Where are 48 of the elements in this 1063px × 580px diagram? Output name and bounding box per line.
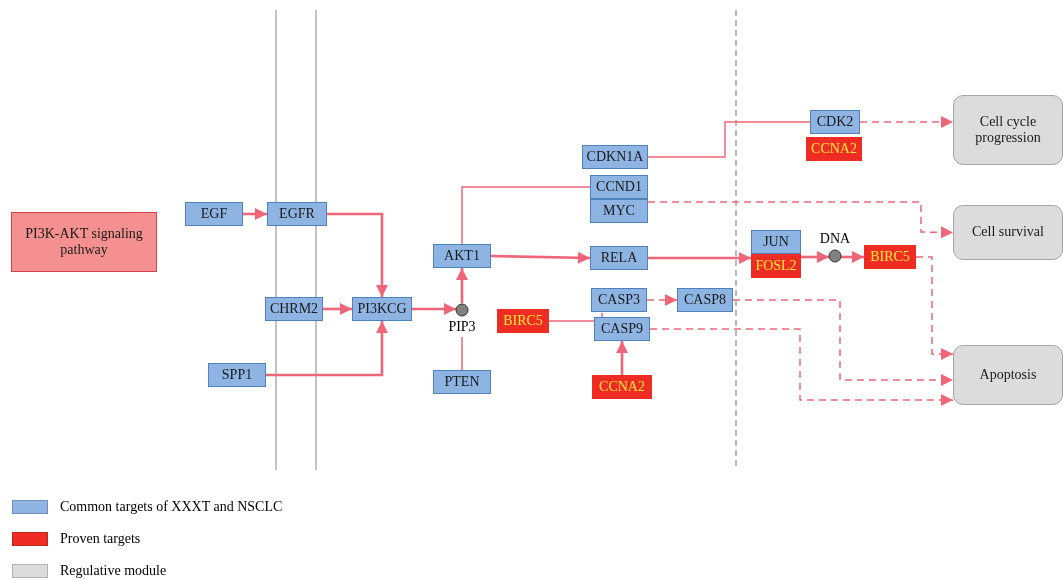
- gene-box: SPP1: [208, 363, 266, 387]
- arrow: [266, 321, 388, 377]
- gene-box: EGF: [185, 202, 243, 226]
- arrow: [490, 251, 591, 264]
- arrow: [801, 251, 829, 263]
- gene-box: CCND1: [590, 175, 648, 199]
- module-box: Cell cycle progression: [953, 95, 1063, 165]
- gene-box: CDKN1A: [582, 145, 648, 169]
- arrow: [616, 341, 628, 375]
- gene-box: BIRC5: [497, 309, 549, 333]
- arrow: [327, 212, 388, 297]
- arrow: [412, 303, 456, 315]
- gene-box: PTEN: [433, 370, 491, 394]
- arrow: [647, 201, 954, 239]
- gene-box: PI3KCG: [352, 297, 412, 321]
- pathway-box: PI3K-AKT signaling pathway: [11, 212, 157, 272]
- module-box: Cell survival: [953, 205, 1063, 260]
- legend-label: Proven targets: [60, 531, 141, 547]
- gene-box: EGFR: [267, 202, 327, 226]
- gene-box: BIRC5: [864, 245, 916, 269]
- legend-label: Regulative module: [60, 563, 167, 579]
- gene-box: CCNA2: [592, 375, 652, 399]
- gene-box: CHRM2: [265, 297, 323, 321]
- gene-box: CCNA2: [806, 137, 862, 161]
- connector-line: [461, 336, 463, 371]
- gene-box: CASP8: [677, 288, 733, 312]
- molecule-label: DNA: [819, 230, 851, 247]
- gene-box: AKT1: [433, 244, 491, 268]
- arrow: [915, 256, 954, 360]
- module-box: Apoptosis: [953, 345, 1063, 405]
- arrow: [732, 299, 954, 386]
- gene-box: FOSL2: [751, 254, 801, 278]
- arrow: [841, 251, 864, 263]
- molecule-label: PIP3: [448, 319, 476, 336]
- legend-label: Common targets of XXXT and NSCLC: [60, 499, 283, 515]
- gene-box: MYC: [590, 199, 648, 223]
- gene-box: CASP3: [591, 288, 647, 312]
- gene-box: RELA: [590, 246, 648, 270]
- gene-box: CDK2: [810, 110, 860, 134]
- arrow: [648, 252, 751, 264]
- arrow: [456, 268, 468, 303]
- arrow: [646, 294, 678, 306]
- arrow: [859, 116, 954, 128]
- arrow: [243, 208, 267, 220]
- gene-box: CASP9: [594, 317, 650, 341]
- gene-box: JUN: [751, 230, 801, 254]
- arrow: [323, 303, 352, 315]
- arrow: [649, 328, 954, 406]
